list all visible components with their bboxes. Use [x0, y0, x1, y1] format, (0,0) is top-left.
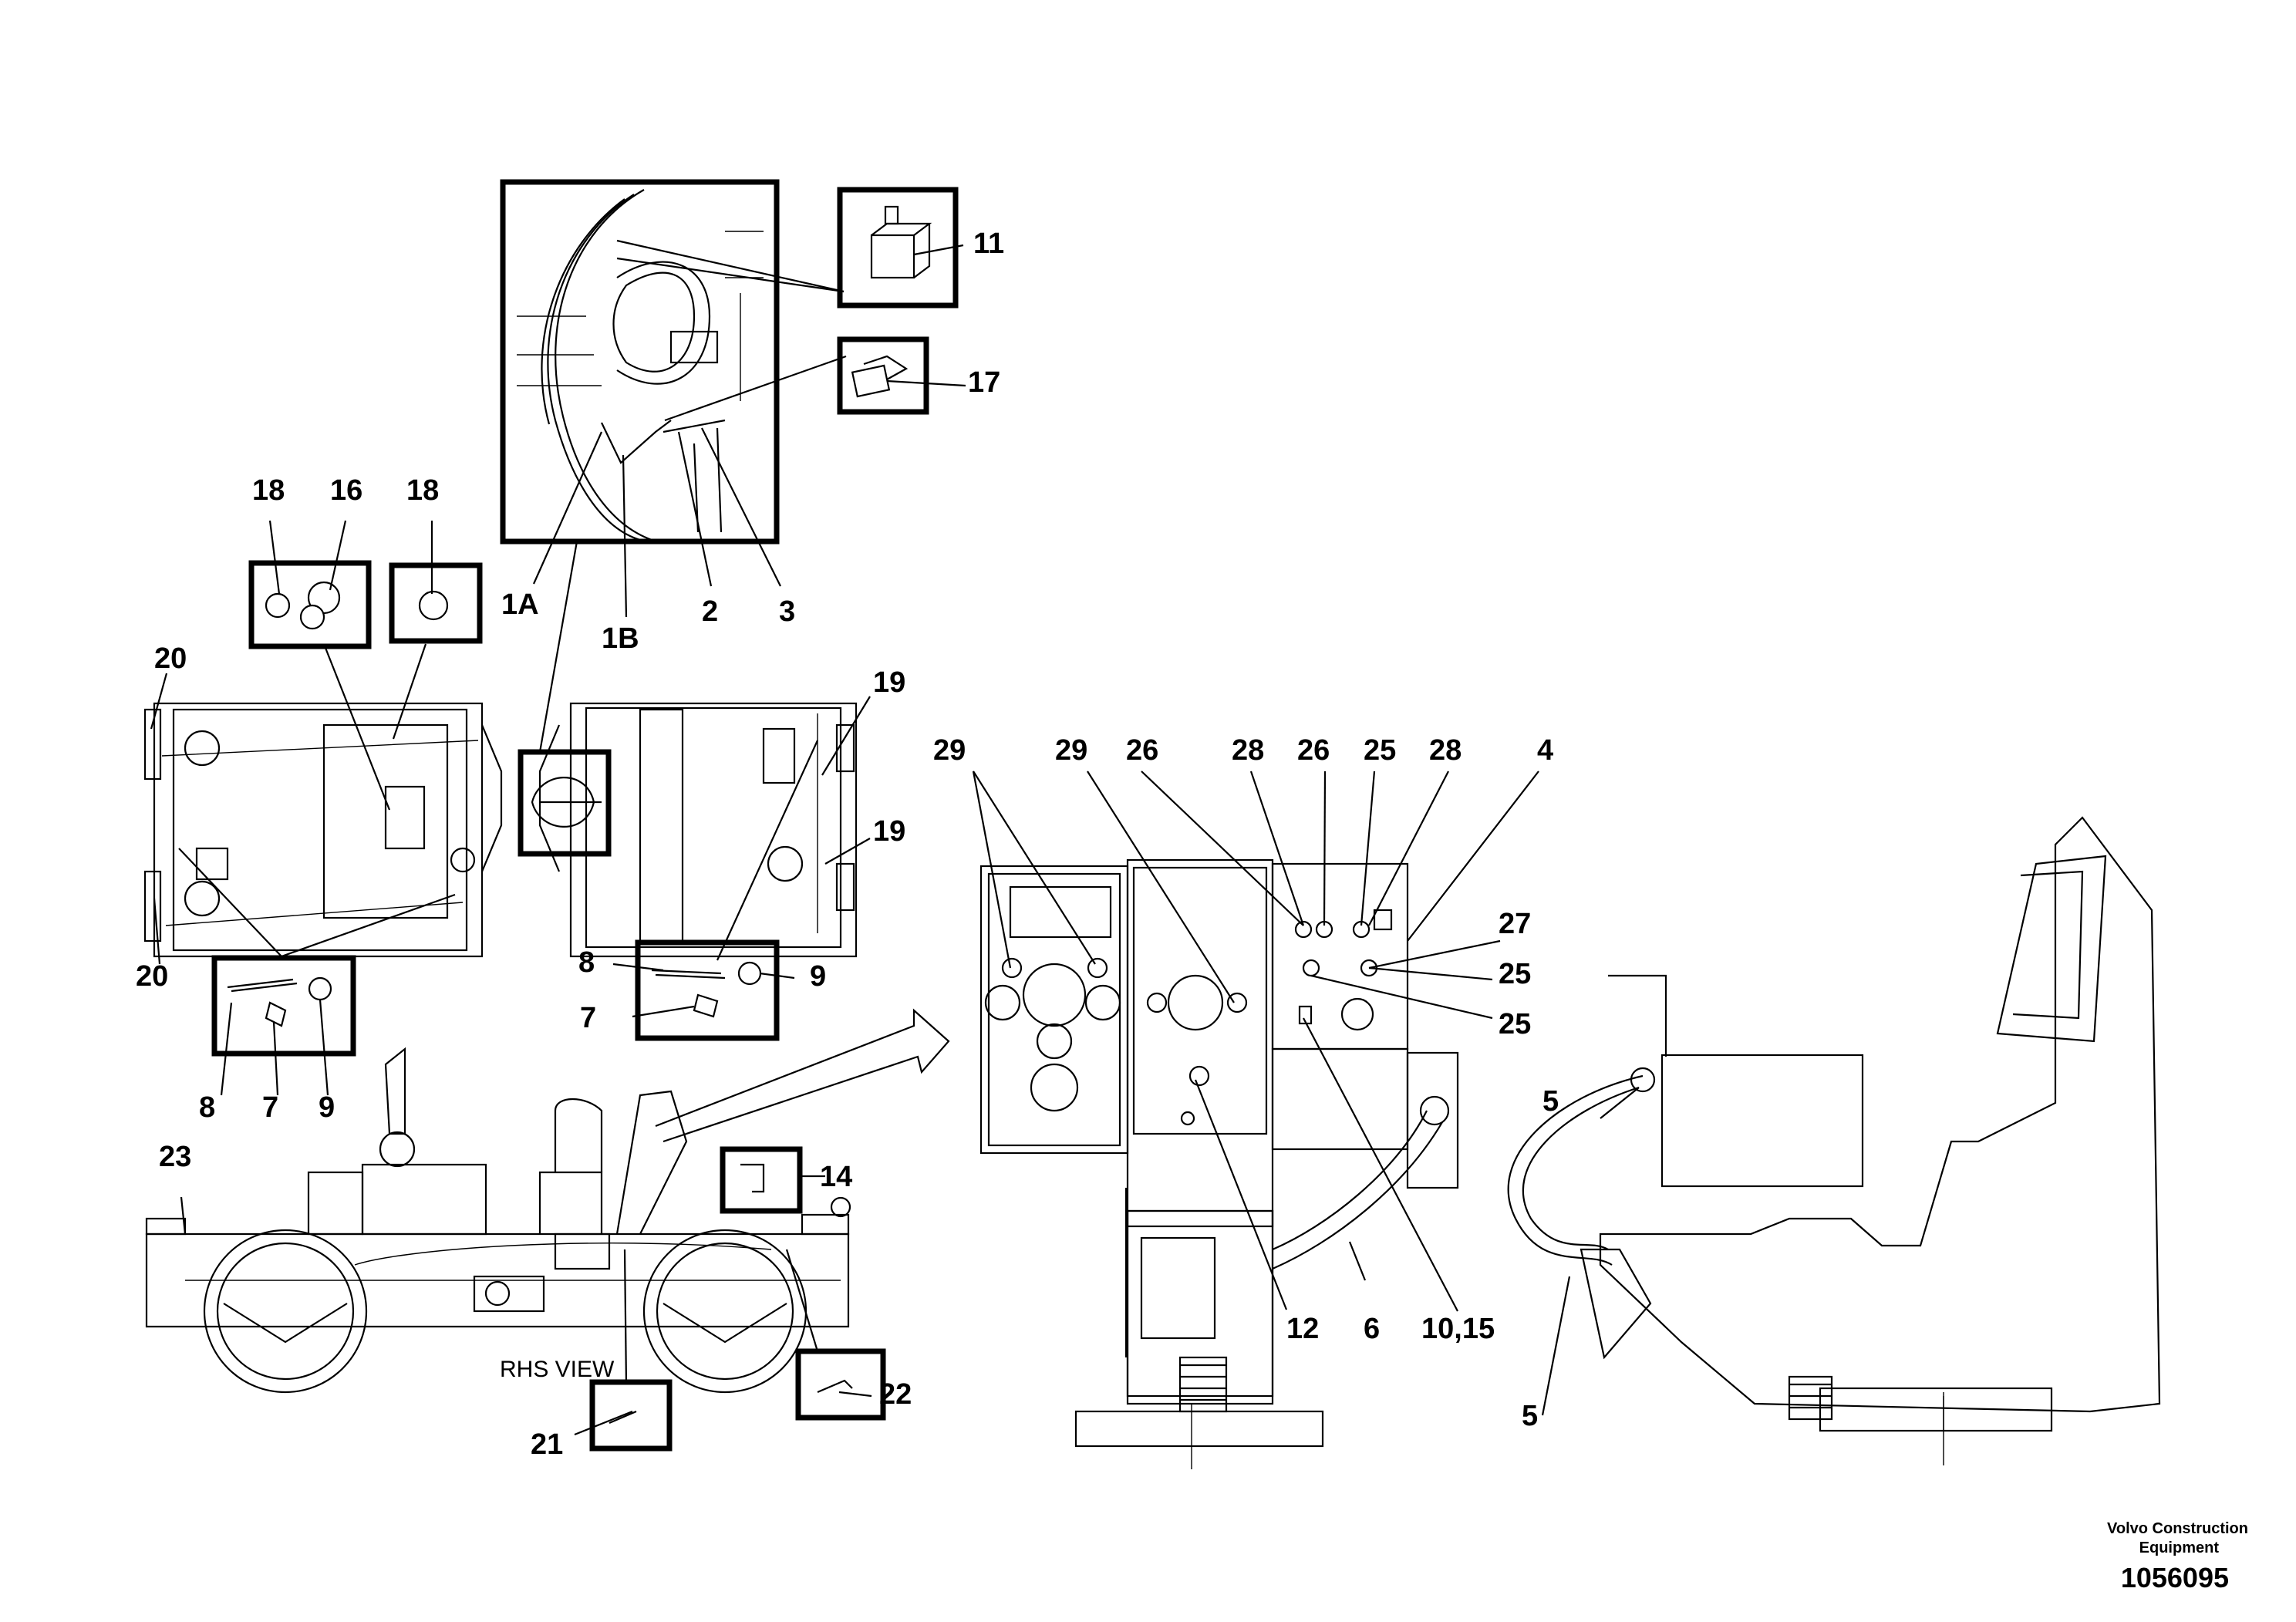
callout-17: 17: [968, 366, 1000, 399]
detail-box-22: [795, 1348, 886, 1421]
detail-box-11: [837, 187, 959, 309]
callout-18-right: 18: [406, 474, 439, 507]
callout-25-bottom: 25: [1499, 1008, 1531, 1040]
callout-7-right: 7: [580, 1002, 596, 1034]
callout-28-left: 28: [1232, 734, 1264, 767]
detail-box-17: [837, 336, 929, 415]
callout-26-left: 26: [1126, 734, 1158, 767]
callout-18-left: 18: [252, 474, 285, 507]
callout-26-right: 26: [1297, 734, 1330, 767]
callout-27: 27: [1499, 908, 1531, 940]
callout-22: 22: [879, 1378, 912, 1411]
detail-box-21: [589, 1379, 673, 1452]
callout-9-left: 9: [319, 1091, 335, 1124]
callout-19-bottom: 19: [873, 815, 905, 848]
operator-console: [979, 858, 1459, 1469]
drawing-number: 1056095: [2121, 1562, 2229, 1593]
callout-2: 2: [702, 595, 718, 628]
callout-14: 14: [820, 1161, 852, 1193]
top-view-front-frame: [569, 702, 858, 958]
callout-6: 6: [1364, 1313, 1380, 1345]
callout-28-right: 28: [1429, 734, 1462, 767]
rhs-side-view-machine: [145, 1047, 851, 1394]
callout-29-mid: 29: [1055, 734, 1087, 767]
right-side-frame: [1507, 816, 2161, 1465]
callout-20-top: 20: [154, 642, 187, 675]
callout-7-left: 7: [262, 1091, 278, 1124]
top-view-rear-frame: [143, 702, 484, 958]
callout-11: 11: [973, 228, 1004, 260]
company-name-line1: Volvo Construction: [2107, 1520, 2248, 1537]
callout-21: 21: [531, 1428, 563, 1461]
callout-29-left: 29: [933, 734, 966, 767]
callout-10-15: 10,15: [1421, 1313, 1495, 1345]
callout-25-top: 25: [1364, 734, 1396, 767]
top-view-zoom-box: [518, 749, 612, 857]
callout-8-right: 8: [578, 946, 595, 979]
detail-box-18: [389, 562, 483, 644]
callout-9-right: 9: [810, 960, 826, 993]
callout-16: 16: [330, 474, 362, 507]
callout-25-middle: 25: [1499, 958, 1531, 990]
detail-box-14: [720, 1146, 803, 1214]
callout-3: 3: [779, 595, 795, 628]
rhs-view-label: RHS VIEW: [500, 1357, 615, 1382]
callout-12: 12: [1286, 1313, 1319, 1345]
callout-4: 4: [1537, 734, 1553, 767]
callout-5-bottom: 5: [1522, 1400, 1538, 1432]
callout-8-left: 8: [199, 1091, 215, 1124]
callout-1B: 1B: [602, 622, 639, 655]
detail-box-7-8-9-left: [211, 955, 356, 1057]
callout-5-top: 5: [1542, 1085, 1559, 1118]
callout-19-top: 19: [873, 666, 905, 699]
detail-box-16-18: [248, 560, 372, 649]
callout-1A: 1A: [501, 588, 539, 621]
callout-20-bottom: 20: [136, 960, 168, 993]
callout-23: 23: [159, 1141, 191, 1173]
detail-zoom-panel: [500, 179, 780, 545]
company-name-line2: Equipment: [2139, 1539, 2220, 1556]
